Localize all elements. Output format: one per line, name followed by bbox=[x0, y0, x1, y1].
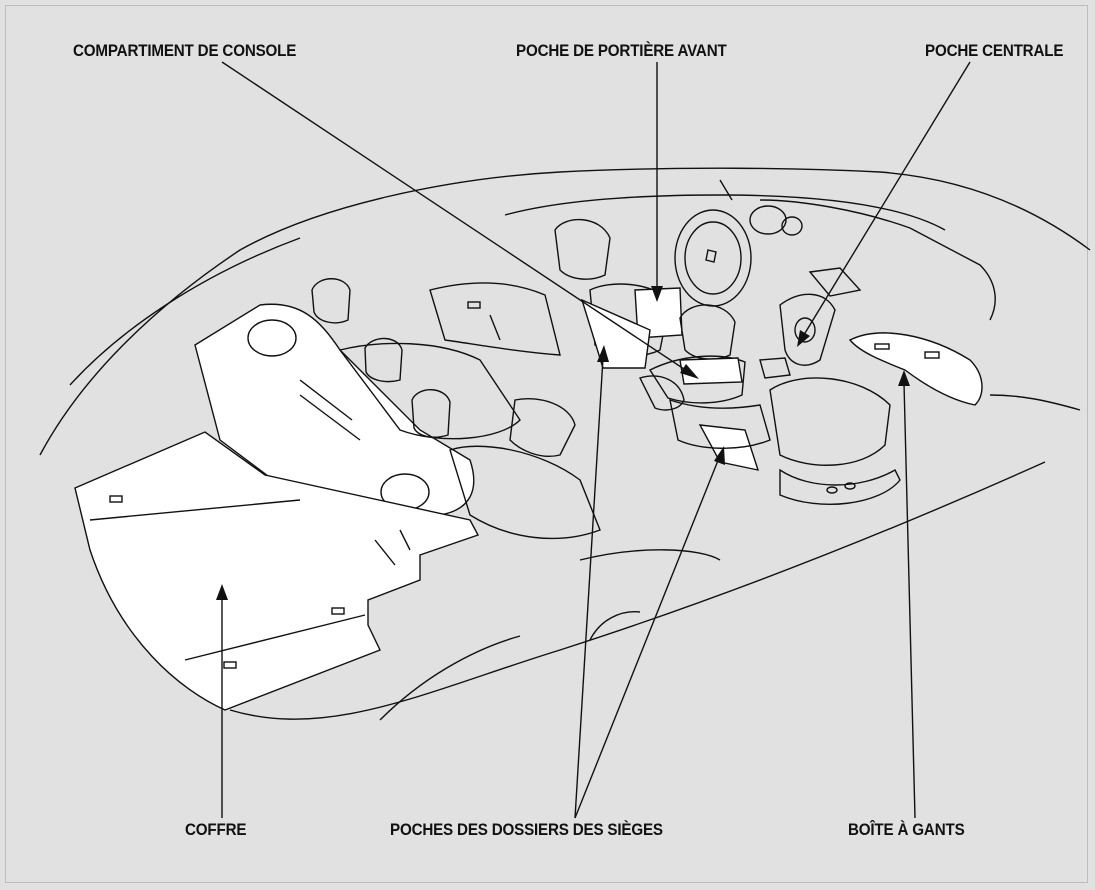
leader-console-compartment bbox=[221, 61, 691, 374]
trunk-floor bbox=[74, 431, 480, 711]
label-console-compartment: COMPARTIMENT DE CONSOLE bbox=[73, 42, 297, 60]
label-trunk: COFFRE bbox=[185, 821, 247, 839]
arrowhead-trunk bbox=[216, 584, 228, 600]
diagram-frame bbox=[5, 5, 1088, 883]
arrowhead-center-pocket bbox=[797, 330, 810, 347]
arrowhead-console-compartment bbox=[680, 364, 699, 379]
leader-seat-back-pocket-2 bbox=[574, 457, 720, 819]
arrowhead-seat-back-pocket-1 bbox=[597, 345, 609, 362]
label-glove-box: BOÎTE À GANTS bbox=[848, 821, 965, 839]
leader-seat-back-pocket-1 bbox=[574, 357, 604, 819]
rear-seats bbox=[194, 278, 601, 540]
car-outline bbox=[39, 167, 1091, 721]
leader-glove-box bbox=[903, 382, 916, 819]
label-center-pocket: POCHE CENTRALE bbox=[925, 42, 1064, 60]
windshield-and-dash bbox=[504, 179, 996, 406]
label-front-door-pocket: POCHE DE PORTIÈRE AVANT bbox=[516, 42, 727, 60]
arrowhead-seat-back-pocket-2 bbox=[714, 446, 725, 465]
leader-center-pocket bbox=[801, 61, 971, 339]
arrowhead-front-door-pocket bbox=[651, 286, 663, 302]
arrowhead-glove-box bbox=[898, 370, 910, 386]
callout-leaders bbox=[216, 61, 971, 819]
label-seat-back-pockets: POCHES DES DOSSIERS DES SIÈGES bbox=[390, 821, 663, 839]
